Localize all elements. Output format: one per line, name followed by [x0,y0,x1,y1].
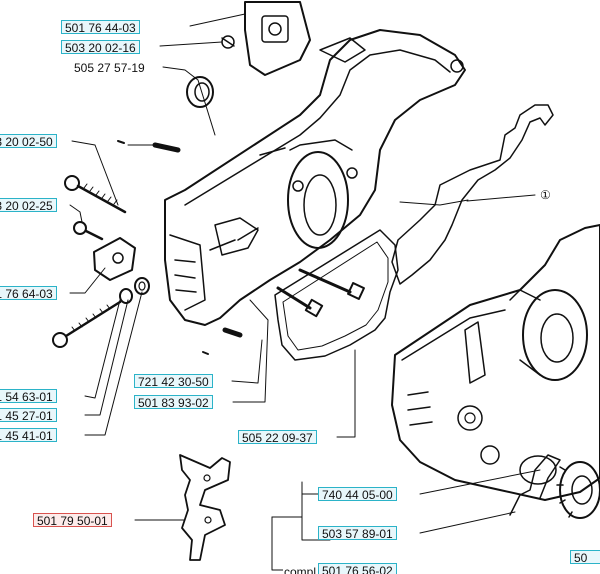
part-label-partial-50[interactable]: 50 [570,550,600,565]
gasket-ref-1 [391,104,554,285]
part-label-505-22-09-37[interactable]: 505 22 09-37 [238,430,317,445]
gasket-bolts [276,268,365,318]
crankcase-right-half [391,224,600,501]
bracket-part [93,237,136,281]
bolt-long [52,300,122,348]
part-label-503-57-89-01[interactable]: 503 57 89-01 [318,526,397,541]
chain-catcher [179,454,231,561]
part-label-501-76-56-02[interactable]: 501 76 56-02 [318,563,397,574]
part-label-503-20-02-50[interactable]: 503 20 02-50 [0,134,57,149]
top-plate [221,1,311,76]
screw-long [64,175,127,214]
gasket [274,229,399,361]
part-label-501-54-63-01[interactable]: 501 54 63-01 [0,389,57,404]
sprocket [556,461,600,519]
screw-short [73,221,104,241]
leader-lines [69,13,541,571]
part-label-503-20-02-16[interactable]: 503 20 02-16 [61,40,140,55]
part-label-501-83-93-02[interactable]: 501 83 93-02 [134,395,213,410]
part-label-501-76-44-03[interactable]: 501 76 44-03 [61,20,140,35]
part-label-501-45-41-01[interactable]: 501 45 41-01 [0,428,57,443]
part-label-501-45-27-01[interactable]: 501 45 27-01 [0,408,57,423]
part-label-501-79-50-01[interactable]: 501 79 50-01 [33,513,112,528]
circled-reference-1: ① [540,188,551,202]
part-label-721-42-30-50[interactable]: 721 42 30-50 [134,374,213,389]
part-label-505-27-57-19[interactable]: 505 27 57-19 [70,60,149,75]
washers [119,277,150,304]
spring-clip [509,454,561,516]
part-label-740-44-05-00[interactable]: 740 44 05-00 [318,487,397,502]
compl-prefix: compl [283,564,318,574]
oil-seal [186,76,214,108]
dowel-pins [117,140,243,355]
crankcase-left-half [164,29,466,326]
part-label-501-76-64-03[interactable]: 501 76 64-03 [0,286,57,301]
part-label-503-20-02-25[interactable]: 503 20 02-25 [0,198,57,213]
